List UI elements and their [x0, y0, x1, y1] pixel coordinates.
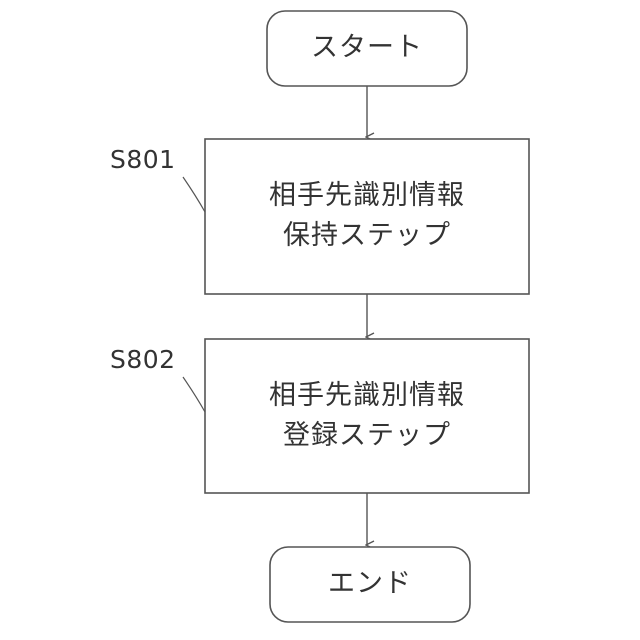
end-label-text: エンド — [328, 568, 412, 599]
process-s802-line1: 相手先識別情報 — [205, 376, 529, 416]
leader-line-s801 — [183, 177, 205, 212]
end-terminal-label: エンド — [270, 564, 470, 604]
process-s802-line2: 登録ステップ — [205, 416, 529, 456]
start-terminal-label: スタート — [267, 28, 467, 68]
process-text-s802: 相手先識別情報 登録ステップ — [205, 376, 529, 456]
process-s801-line1: 相手先識別情報 — [205, 176, 529, 216]
process-text-s801: 相手先識別情報 保持ステップ — [205, 176, 529, 256]
step-id-s801: S801 — [110, 145, 176, 174]
leader-line-s802 — [183, 377, 205, 412]
step-id-s802: S802 — [110, 345, 176, 374]
process-s801-line2: 保持ステップ — [205, 216, 529, 256]
start-label-text: スタート — [311, 32, 423, 63]
